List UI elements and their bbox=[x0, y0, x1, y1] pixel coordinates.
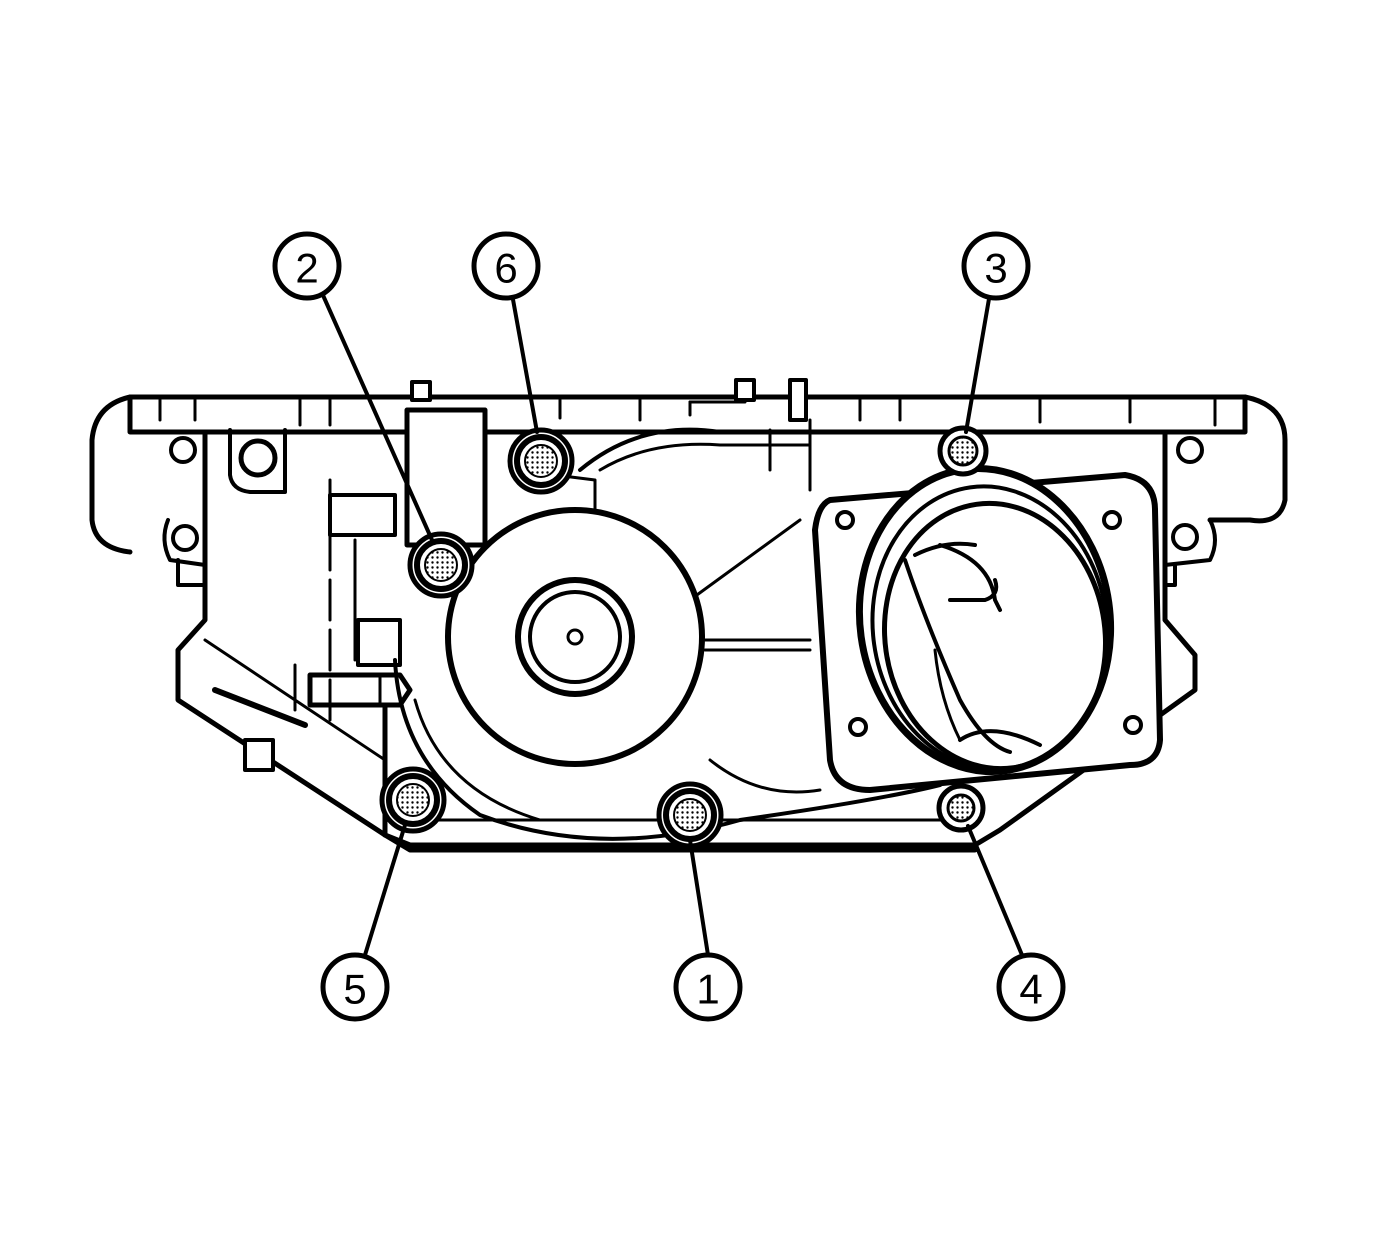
bolt-5 bbox=[379, 766, 447, 834]
leader-line-2 bbox=[320, 291, 434, 542]
bolt-1 bbox=[656, 781, 724, 849]
callout-3-label: 3 bbox=[984, 245, 1007, 292]
callout-3: 3 bbox=[961, 231, 1031, 301]
leader-line-5 bbox=[363, 823, 407, 957]
leader-lines bbox=[320, 291, 1024, 957]
callout-1-label: 1 bbox=[696, 966, 719, 1013]
callout-6-label: 6 bbox=[494, 245, 517, 292]
bolt-4 bbox=[936, 783, 986, 833]
bolt-3 bbox=[937, 425, 989, 477]
callout-5: 5 bbox=[320, 952, 390, 1022]
leader-line-4 bbox=[966, 824, 1024, 957]
bolt-6 bbox=[507, 427, 575, 495]
callout-4-label: 4 bbox=[1019, 966, 1042, 1013]
callout-2-label: 2 bbox=[295, 245, 318, 292]
housing-outline bbox=[89, 378, 1288, 853]
callout-5-label: 5 bbox=[343, 966, 366, 1013]
leader-line-3 bbox=[964, 291, 992, 434]
leader-line-1 bbox=[688, 838, 710, 957]
callout-4: 4 bbox=[996, 952, 1066, 1022]
callout-6: 6 bbox=[471, 231, 541, 301]
leader-line-6 bbox=[510, 292, 539, 434]
callout-1: 1 bbox=[673, 952, 743, 1022]
bolt-2 bbox=[407, 531, 475, 599]
callout-2: 2 bbox=[272, 231, 342, 301]
